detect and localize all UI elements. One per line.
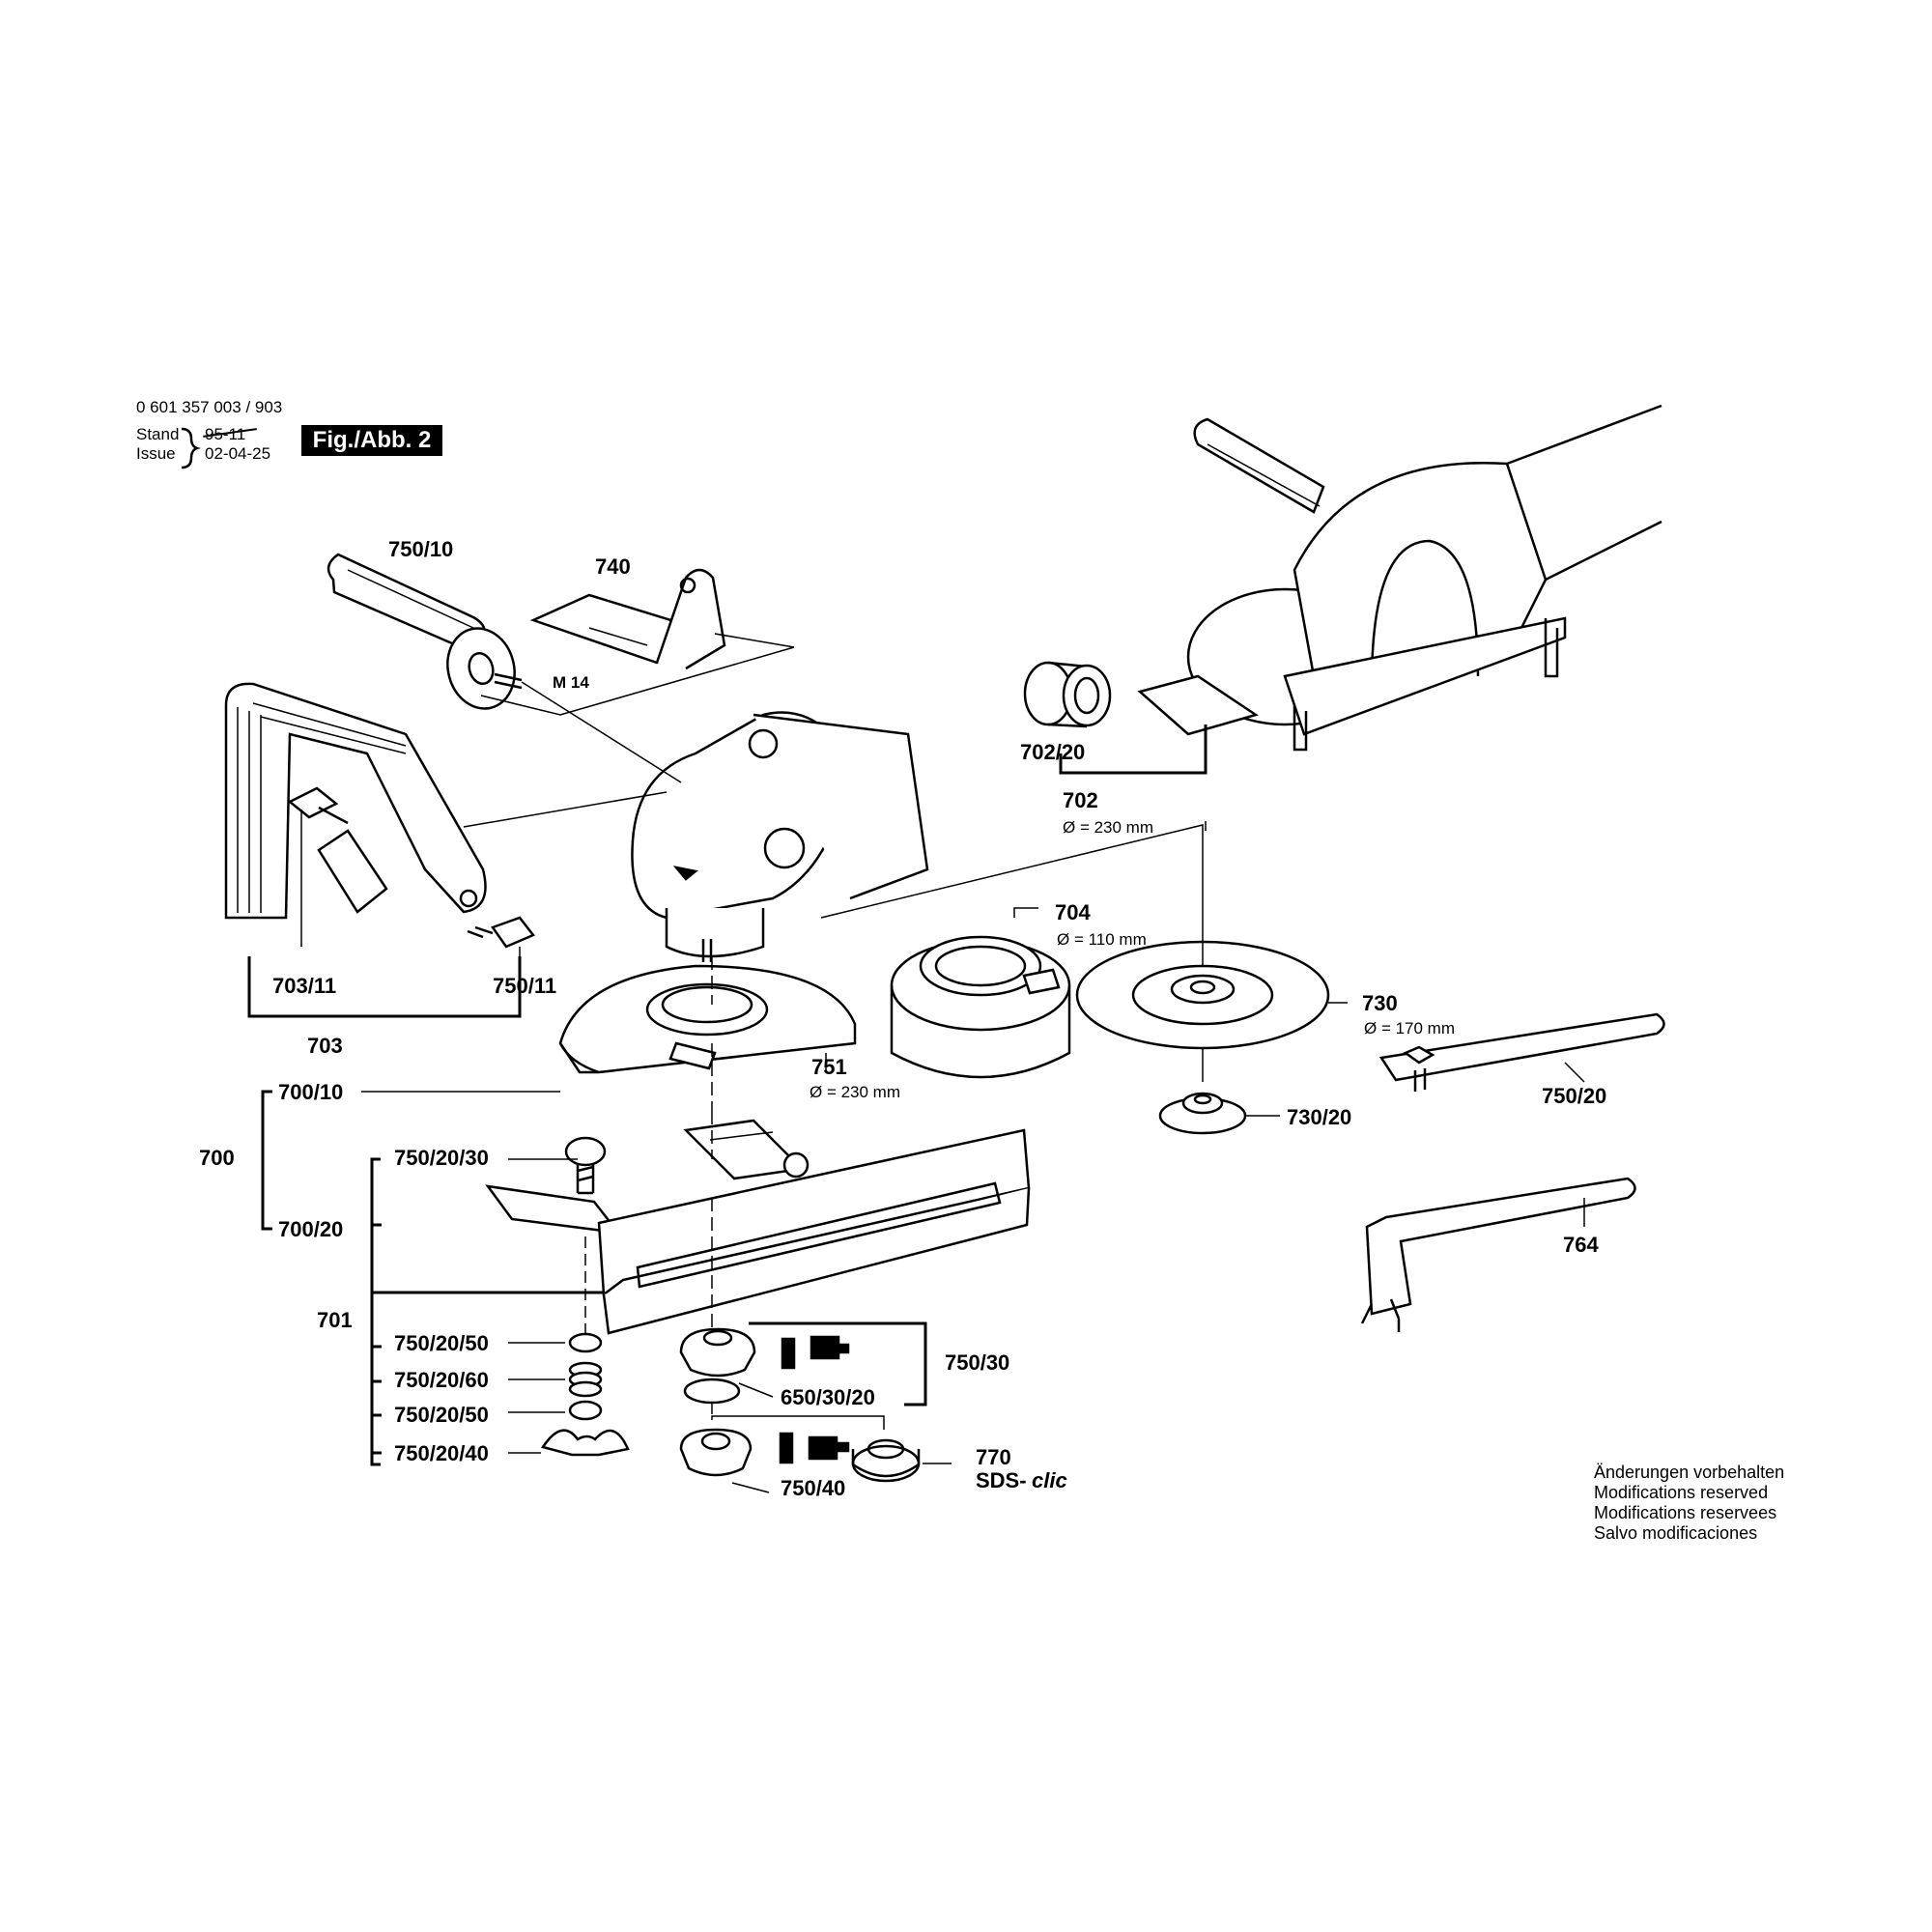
- carriage-bolt-drawing: [564, 1136, 607, 1195]
- stand-label: Stand: [136, 425, 180, 443]
- label-751: 751: [811, 1055, 847, 1079]
- bracket-740-drawing: [529, 568, 726, 670]
- guide-rail-drawing: [485, 1119, 1031, 1335]
- leader-bow-to-grinder: [463, 791, 668, 828]
- key-icon-770: [779, 1432, 850, 1464]
- label-750-20-30: 750/20/30: [394, 1146, 489, 1170]
- label-650-30-20: 650/30/20: [781, 1385, 875, 1409]
- filter-702-20-drawing: [1023, 661, 1112, 728]
- spring-60: [568, 1361, 603, 1398]
- quick-nut-770-drawing: [851, 1438, 921, 1483]
- label-702-diameter: Ø = 230 mm: [1063, 818, 1153, 837]
- label-750-30: 750/30: [945, 1350, 1009, 1375]
- flange-750-30-drawing: [679, 1327, 756, 1378]
- leader-750-20: [1564, 1062, 1585, 1083]
- leader-704: [1013, 907, 1038, 918]
- note-line: Modifications reservees: [1594, 1503, 1777, 1522]
- angle-grinder-drawing: [631, 711, 929, 962]
- bracket-701: [370, 1157, 381, 1466]
- wing-nut: [540, 1429, 630, 1457]
- flange-750-40-drawing: [679, 1428, 753, 1477]
- issue-value: 02-04-25: [205, 444, 271, 463]
- label-704: 704: [1055, 900, 1091, 924]
- label-750-40: 750/40: [781, 1476, 845, 1500]
- label-sds-clic: clic: [1032, 1468, 1067, 1492]
- modification-notes: Änderungen vorbehalten Modifications res…: [1594, 1463, 1784, 1544]
- assembled-grinder-drawing: [1137, 404, 1662, 752]
- label-703: 703: [307, 1034, 343, 1058]
- bracket-703: [247, 956, 522, 1018]
- label-750-20-50-a: 750/20/50: [394, 1331, 489, 1355]
- leader-handle-to-grinder: [521, 681, 682, 783]
- label-m14: M 14: [553, 673, 589, 692]
- label-702: 702: [1063, 788, 1098, 812]
- label-750-11: 750/11: [493, 974, 556, 998]
- label-730-diameter: Ø = 170 mm: [1364, 1019, 1455, 1037]
- bolt-750-11: [491, 916, 535, 949]
- leader-770: [711, 1415, 885, 1430]
- label-770: 770: [976, 1445, 1011, 1469]
- key-icon-750-30: [781, 1335, 850, 1370]
- bracket-750-30: [749, 1321, 927, 1406]
- label-740: 740: [595, 554, 631, 579]
- label-704-diameter: Ø = 110 mm: [1057, 930, 1147, 949]
- washer-50b: [568, 1400, 603, 1421]
- wrench-750-20-drawing: [1378, 1012, 1665, 1092]
- ring-650-30-20: [683, 1378, 741, 1405]
- label-750-20: 750/20: [1542, 1084, 1606, 1108]
- label-700: 700: [199, 1146, 235, 1170]
- note-line: Salvo modificaciones: [1594, 1523, 1758, 1543]
- flange-730-20-drawing: [1158, 1092, 1247, 1135]
- label-730-20: 730/20: [1287, 1105, 1351, 1129]
- note-line: Modifications reserved: [1594, 1483, 1769, 1502]
- label-764: 764: [1563, 1233, 1599, 1257]
- label-sds: SDS-: [976, 1468, 1027, 1492]
- document-number: 0 601 357 003 / 903: [136, 398, 283, 416]
- bow-handle-drawing: [224, 682, 487, 920]
- bracket-702: [1059, 724, 1208, 775]
- guard-704-drawing: [890, 935, 1071, 1079]
- label-750-20-60: 750/20/60: [394, 1368, 489, 1392]
- side-handle-drawing: [327, 553, 523, 710]
- label-750-10: 750/10: [388, 537, 453, 561]
- label-703-11: 703/11: [272, 974, 336, 998]
- label-751-diameter: Ø = 230 mm: [810, 1083, 900, 1101]
- label-750-20-50-b: 750/20/50: [394, 1403, 489, 1427]
- bracket-700: [261, 1090, 272, 1231]
- leader-730: [820, 824, 1204, 966]
- washer-50a: [568, 1332, 603, 1353]
- figure-badge: Fig./Abb. 2: [301, 425, 442, 456]
- label-730: 730: [1362, 991, 1398, 1015]
- note-line: Änderungen vorbehalten: [1594, 1463, 1785, 1482]
- wrench-764-drawing: [1360, 1177, 1636, 1332]
- label-700-20: 700/20: [278, 1217, 343, 1241]
- label-701: 701: [317, 1308, 353, 1332]
- header-brace: [181, 427, 201, 469]
- leader-740: [480, 633, 795, 716]
- label-702-20: 702/20: [1020, 740, 1085, 764]
- issue-label: Issue: [136, 444, 176, 463]
- label-700-10: 700/10: [278, 1080, 343, 1104]
- guard-751-drawing: [558, 964, 857, 1074]
- label-750-20-40: 750/20/40: [394, 1441, 489, 1465]
- disc-730-drawing: [1075, 940, 1330, 1050]
